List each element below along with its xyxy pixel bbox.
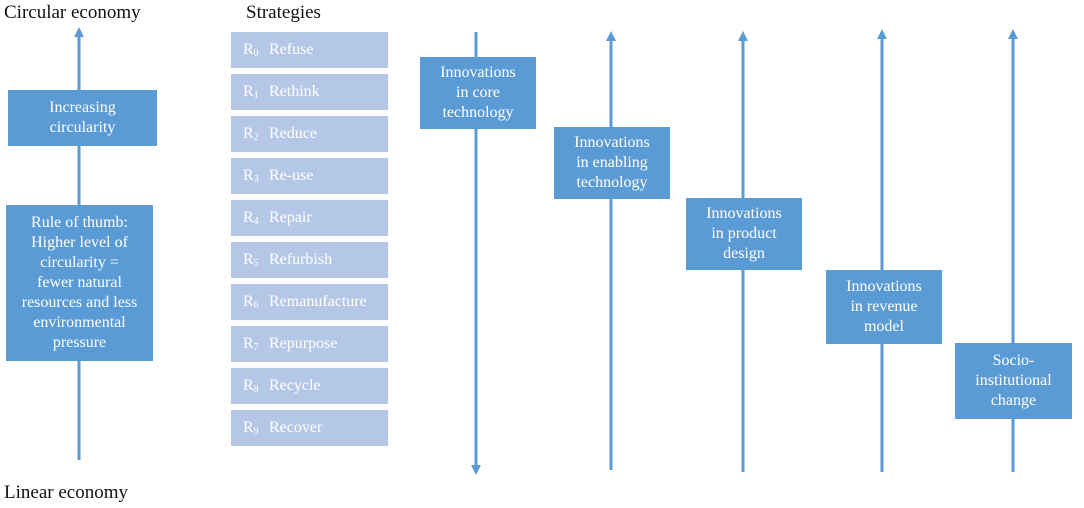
strategy-name: Refuse bbox=[269, 41, 314, 58]
strategy-code: R6 bbox=[243, 293, 259, 311]
strategy-name: Rethink bbox=[269, 83, 320, 100]
strategy-name: Recycle bbox=[269, 377, 321, 394]
core-technology-box: Innovations in core technology bbox=[420, 57, 536, 129]
enabling-technology-box: Innovations in enabling technology bbox=[554, 127, 670, 199]
strategy-code: R8 bbox=[243, 377, 259, 395]
strategy-code: R2 bbox=[243, 125, 259, 143]
strategy-item: R3 Re-use bbox=[231, 158, 388, 194]
strategy-name: Repurpose bbox=[269, 335, 338, 352]
strategy-item: R8 Recycle bbox=[231, 368, 388, 404]
revenue-model-box: Innovations in revenue model bbox=[826, 270, 942, 344]
strategy-code: R7 bbox=[243, 335, 259, 353]
strategy-name: Recover bbox=[269, 419, 323, 436]
strategy-item: R9 Recover bbox=[231, 410, 388, 446]
strategy-item: R2 Reduce bbox=[231, 116, 388, 152]
strategy-code: R0 bbox=[243, 41, 259, 59]
strategy-item: R1 Rethink bbox=[231, 74, 388, 110]
strategy-item: R4 Repair bbox=[231, 200, 388, 236]
strategy-code: R4 bbox=[243, 209, 259, 227]
strategy-name: Reduce bbox=[269, 125, 317, 142]
strategy-name: Re-use bbox=[269, 167, 314, 184]
increasing-circularity-box: Increasing circularity bbox=[8, 90, 157, 146]
linear-economy-label: Linear economy bbox=[4, 482, 128, 503]
circular-economy-label: Circular economy bbox=[4, 2, 141, 23]
strategy-code: R5 bbox=[243, 251, 259, 269]
strategy-item: R7 Repurpose bbox=[231, 326, 388, 362]
strategy-item: R6 Remanufacture bbox=[231, 284, 388, 320]
strategy-name: Refurbish bbox=[269, 251, 333, 268]
strategy-code: R1 bbox=[243, 83, 259, 101]
strategy-item: R5 Refurbish bbox=[231, 242, 388, 278]
strategy-item: R0 Refuse bbox=[231, 32, 388, 68]
strategies-heading: Strategies bbox=[246, 2, 321, 23]
rule-of-thumb-box: Rule of thumb: Higher level of circulari… bbox=[6, 205, 153, 361]
strategy-name: Remanufacture bbox=[269, 293, 367, 310]
socio-institutional-box: Socio- institutional change bbox=[955, 343, 1072, 419]
strategy-code: R9 bbox=[243, 419, 259, 437]
strategy-name: Repair bbox=[269, 209, 312, 226]
product-design-box: Innovations in product design bbox=[686, 198, 802, 270]
strategy-code: R3 bbox=[243, 167, 259, 185]
